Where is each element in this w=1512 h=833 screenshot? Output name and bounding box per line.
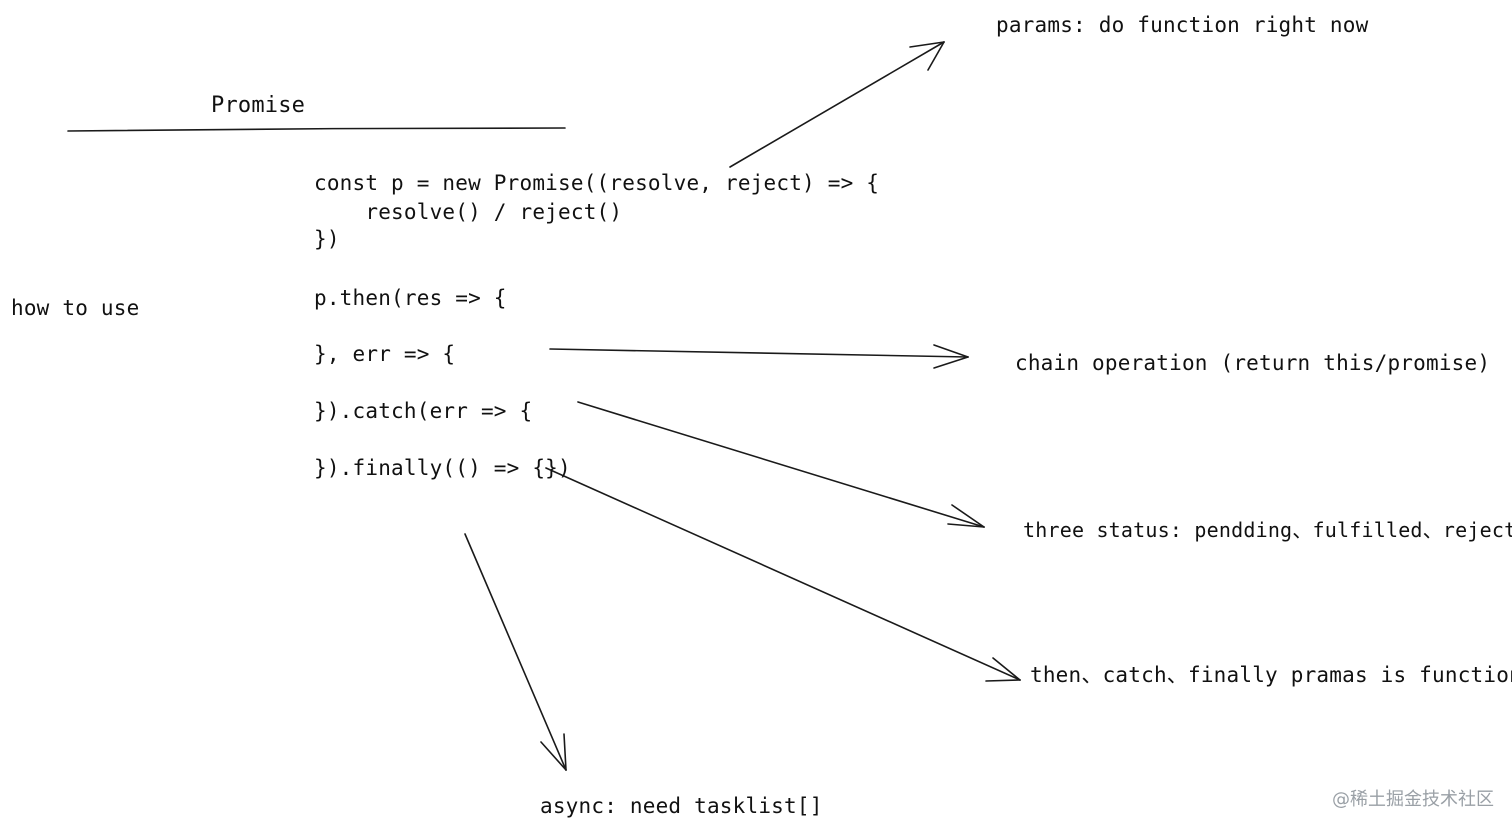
arrow-to-chain <box>549 344 969 369</box>
arrow-to-async <box>464 533 567 771</box>
note-status: three status: pendding、fulfilled、rejecte… <box>1023 518 1512 542</box>
arrow-to-status <box>577 401 985 528</box>
note-async: async: need tasklist[] <box>540 794 823 818</box>
diagram-title: Promise <box>211 93 306 118</box>
arrow-to-params <box>729 41 945 168</box>
note-params: params: do function right now <box>996 13 1369 37</box>
code-line-1: const p = new Promise((resolve, reject) … <box>314 171 880 195</box>
code-line-6: }).catch(err => { <box>314 399 533 423</box>
arrow-to-callbacks <box>545 467 1021 682</box>
watermark: @稀土掘金技术社区 <box>1332 789 1494 810</box>
title-underline <box>67 127 566 132</box>
side-label: how to use <box>11 296 140 320</box>
code-line-5: }, err => { <box>314 342 456 366</box>
code-line-3: }) <box>314 227 340 251</box>
note-chain: chain operation (return this/promise) <box>1015 351 1491 375</box>
code-line-2: resolve() / reject() <box>314 200 623 224</box>
code-line-7: }).finally(() => {}) <box>314 456 571 480</box>
code-line-4: p.then(res => { <box>314 286 507 310</box>
note-callbacks: then、catch、finally pramas is function <box>1030 663 1512 687</box>
